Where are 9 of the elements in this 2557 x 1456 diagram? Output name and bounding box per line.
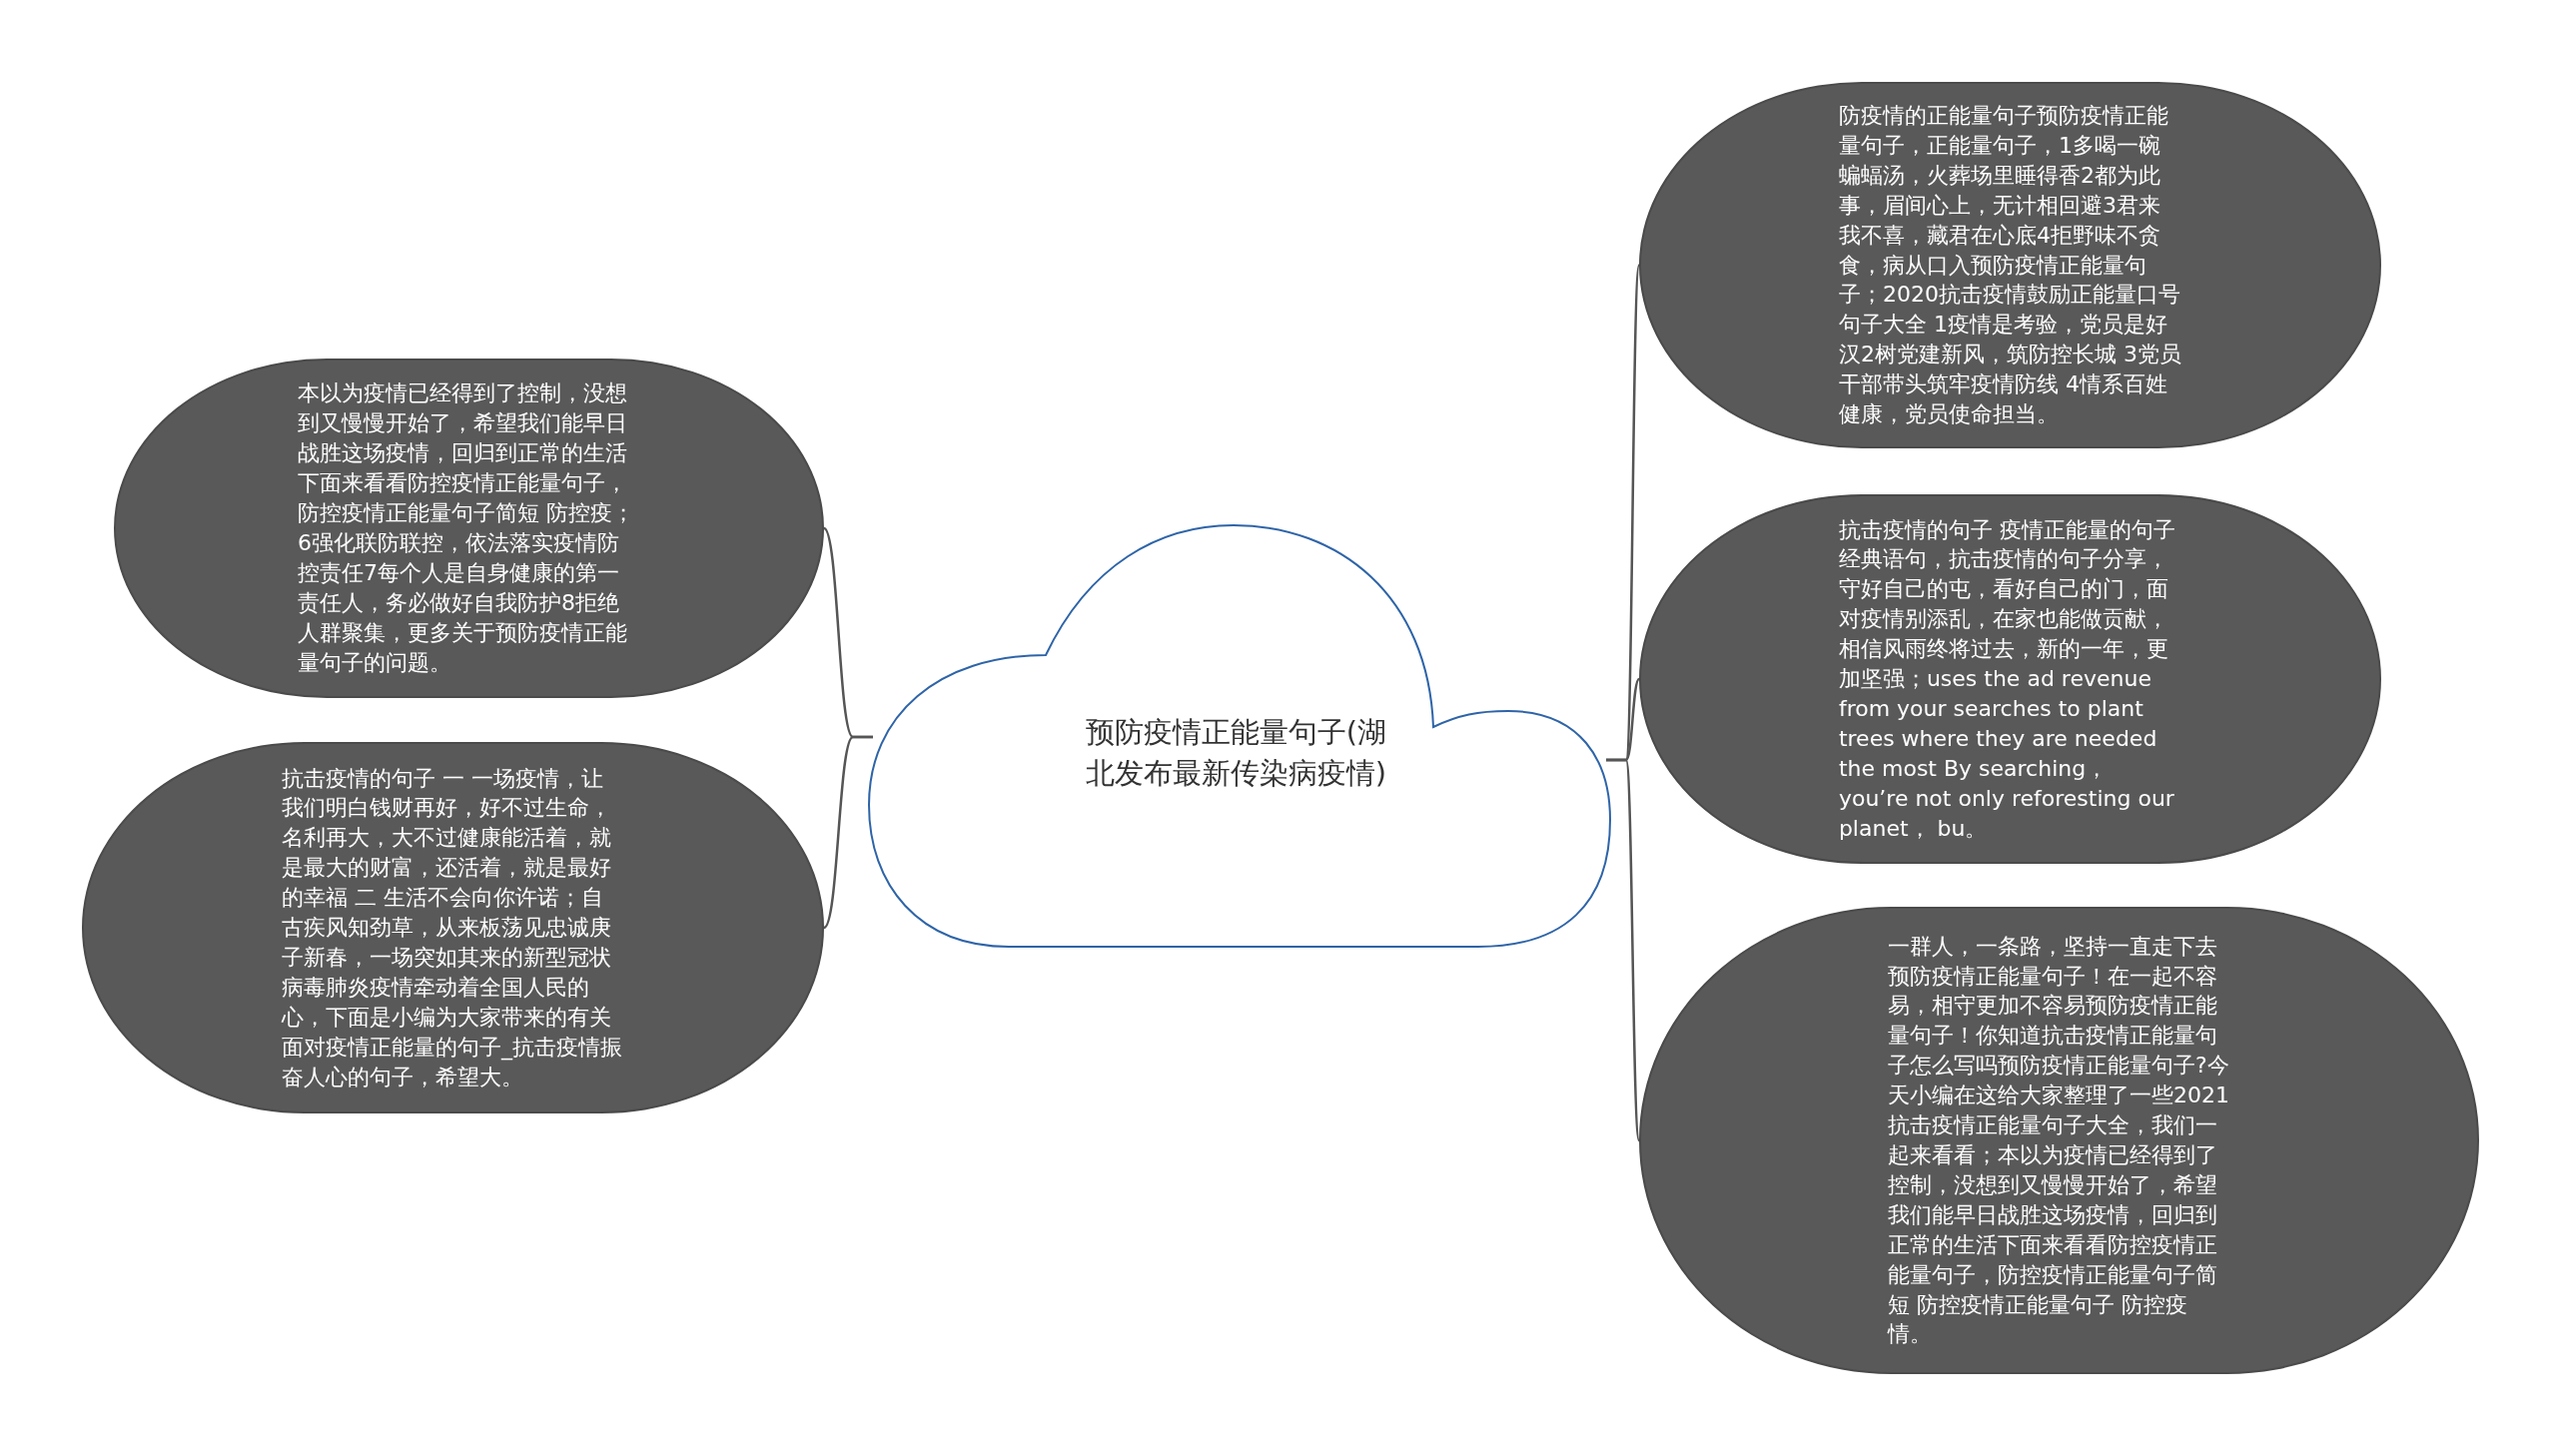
bubble-text: 防疫情的正能量句子预防疫情正能量句子，正能量句子，1多喝一碗蝙蝠汤，火葬场里睡得香2都为此事，眉间心上，无计相回避3君来我不喜，藏君在心底4拒野味不贪食，病从口入预防疫情正能量句子；2020抗击疫情鼓励正能量口号句子大全 1疫情是考验，党员是好汉2树党建新风，筑防控长城 3党员干部带头筑牢疫情防线 4情系百姓健康，党员使命担当。 [1838, 102, 2182, 429]
connector-line [1606, 758, 1641, 1141]
bubble-text: 抗击疫情的句子 一 一场疫情，让我们明白钱财再好，好不过生命，名利再大，大不过健康能活着，就是最大的财富，还活着，就是最好的幸福 二 生活不会向你许诺；自古疾风知劲草，从来板荡见忠诚庚子新春，一场突如其来的新型冠状病毒肺炎疫情牵动着全国人民的心，下面是小编为大家带来的有关面对疫情正能量的句子_抗击疫情振奋人心的句子，希望大。 [281, 764, 623, 1092]
bubble-text: 本以为疫情已经得到了控制，没想到又慢慢开始了，希望我们能早日战胜这场疫情，回归到正常的生活下面来看看防控疫情正能量句子，防控疫情正能量句子简短 防控疫；6强化联防联控，依法落实疫情防控责任7每个人是自身健康的第一责任人，务必做好自我防护8拒绝人群聚集，更多关于预防疫情正能量句子的问题。 [297, 379, 635, 677]
central-topic: 预防疫情正能量句子(湖北发布最新传染病疫情) [1084, 714, 1388, 792]
bubble-text: 抗击疫情的句子 疫情正能量的句子经典语句，抗击疫情的句子分享，守好自己的屯，看好自己的门，面对疫情别添乱，在家也能做贡献，相信风雨终将过去，新的一年，更加坚强；uses the ad revenue from your searches to plant trees where they are needed the most By searching， you’re not only reforesting our planet， bu。 [1838, 515, 2176, 843]
connector-line [823, 735, 873, 929]
bubble-text: 一群人，一条路，坚持一直走下去预防疫情正能量句子！在一起不容易，相守更加不容易预防疫情正能量句子！你知道抗击疫情正能量句子怎么写吗预防疫情正能量句子?今天小编在这给大家整理了一些2021抗击疫情正能量句子大全，我们一起来看看；本以为疫情已经得到了控制，没想到又慢慢开始了，希望我们能早日战胜这场疫情，回归到正常的生活下面来看看防控疫情正能量句子，防控疫情正能量句子简短 防控疫情正能量句子 防控疫情。 [1887, 932, 2230, 1349]
topic-bubble [1639, 82, 2381, 448]
